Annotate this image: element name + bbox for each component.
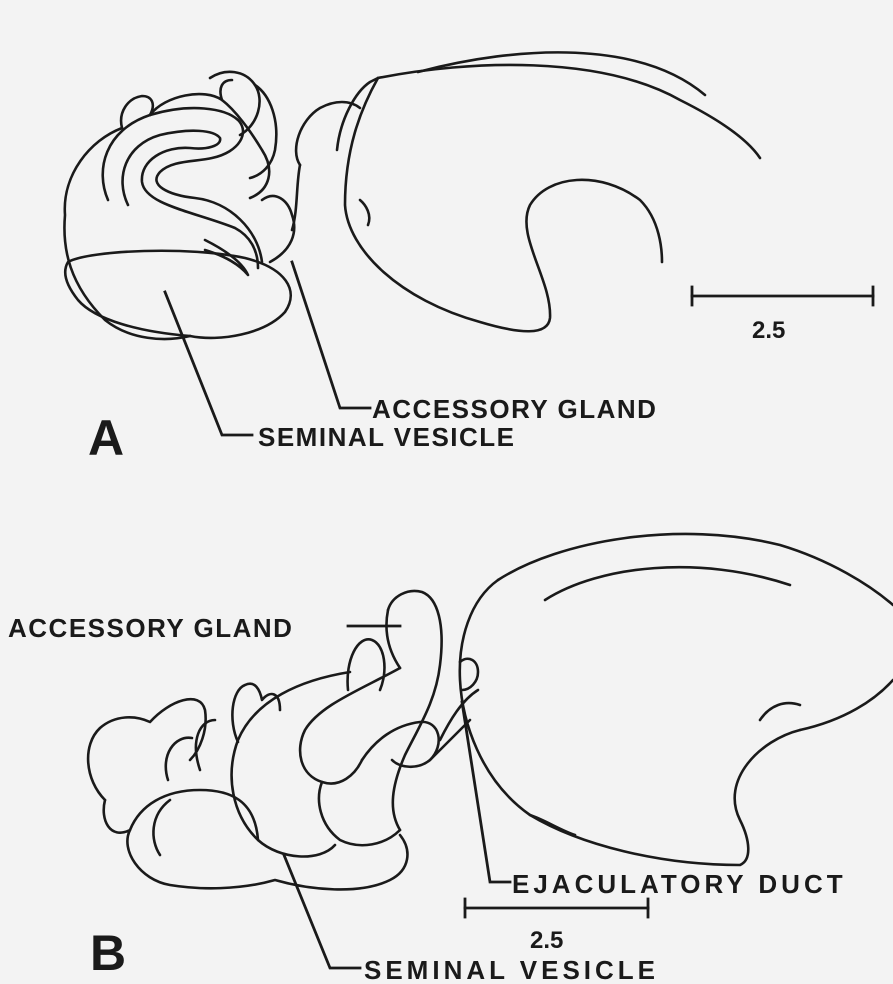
panel-b-accessory-gland-small-lobe [348,639,385,690]
panel-b-gland-s-curve [232,672,350,856]
panel-b-scale-bar [465,899,648,917]
panel-b-ejaculatory-duct-label: EJACULATORY DUCT [512,869,847,899]
panel-a-accessory-gland-leader [292,262,370,408]
panel-a-accessory-gland-stem-2 [292,165,300,230]
panel-b-body-lobe [460,580,800,865]
panel-a-body-outline [378,65,760,158]
panel-a-accessory-gland-label: ACCESSORY GLAND [372,394,657,424]
panel-b-letter: B [90,925,126,981]
panel-a-body-inner-curve [418,52,705,95]
panel-b-scale-value: 2.5 [530,927,563,954]
panel-a: ACCESSORY GLAND SEMINAL VESICLE A 2.5 [64,52,873,466]
panel-a-accessory-gland-coil-inner [123,131,258,268]
panel-b-body-fold [530,815,575,835]
panel-b-accessory-gland-label: ACCESSORY GLAND [8,613,293,643]
panel-a-seminal-vesicle-label: SEMINAL VESICLE [258,422,516,452]
panel-b-body-inner-curve [545,567,790,600]
panel-b-gland-s-curve-inner [300,668,400,783]
panel-a-scale-bar [692,287,873,305]
panel-b-seminal-vesicle-outline [88,699,206,800]
panel-b-seminal-vesicle-leader [284,855,360,968]
panel-b-gland-loop-inner [362,722,439,767]
panel-b-gland-loop [319,782,400,845]
panel-a-accessory-gland-coil-hook-back [250,85,276,178]
panel-b-body-hump [800,680,893,730]
panel-b-lump-3 [166,738,192,780]
panel-a-accessory-gland-left-lobe [121,96,153,128]
panel-a-seminal-vesicle-leader [165,292,252,435]
panel-a-duct [360,200,369,225]
panel-a-accessory-gland-coil-hook [210,72,260,135]
panel-b-body-edge [760,703,800,720]
panel-a-body-lobe [345,78,662,331]
panel-b-duct-tip [460,659,478,690]
panel-b: ACCESSORY GLAND EJACULATORY DUCT SEMINAL… [8,534,893,984]
panel-b-seminal-vesicle-fold [153,800,170,855]
panel-a-letter: A [88,410,124,466]
panel-a-scale-value: 2.5 [752,317,785,344]
panel-b-seminal-vesicle-label: SEMINAL VESICLE [364,955,659,984]
panel-b-duct-2 [430,720,470,760]
panel-a-accessory-gland-tube [262,196,294,262]
panel-b-accessory-gland-lobe-inner [387,610,401,668]
